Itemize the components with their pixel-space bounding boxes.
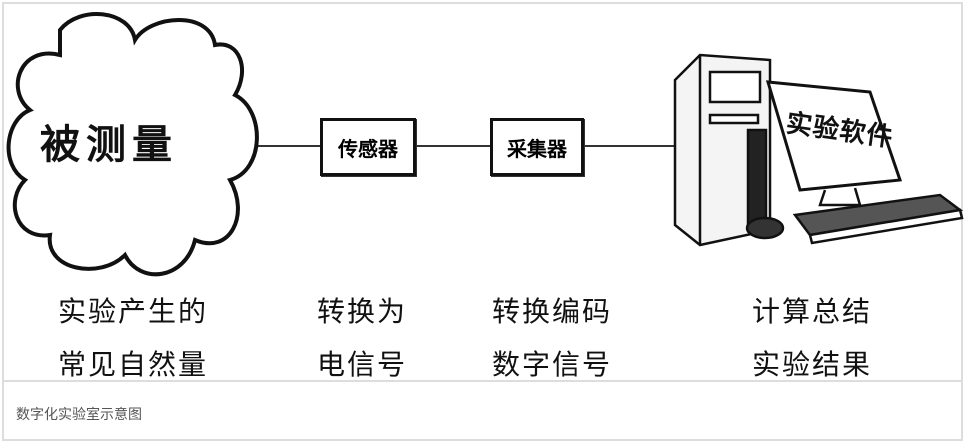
collector-desc-line2: 数字信号: [491, 348, 612, 381]
sensor-desc-line2: 电信号: [316, 348, 407, 381]
collector-desc-line1: 转换编码: [491, 295, 612, 328]
measured-quantity-label: 被测量: [40, 122, 178, 168]
figure-frame: [2, 2, 963, 441]
computer-desc-line1: 计算总结: [751, 295, 872, 328]
caption-area: 数字化实验室示意图: [2, 380, 963, 441]
figure-caption: 数字化实验室示意图: [16, 407, 142, 423]
source-desc-line1: 实验产生的: [57, 295, 208, 328]
computer-illustration: [673, 53, 964, 247]
computer-desc-line2: 实验结果: [751, 348, 872, 381]
sensor-desc-line1: 转换为: [316, 295, 407, 328]
sensor-box: 传感器: [320, 118, 416, 176]
source-desc-line2: 常见自然量: [57, 348, 208, 381]
collector-box: 采集器: [490, 118, 584, 176]
diagram-graphics: [6, 12, 964, 277]
cloud-shape: [6, 12, 259, 277]
